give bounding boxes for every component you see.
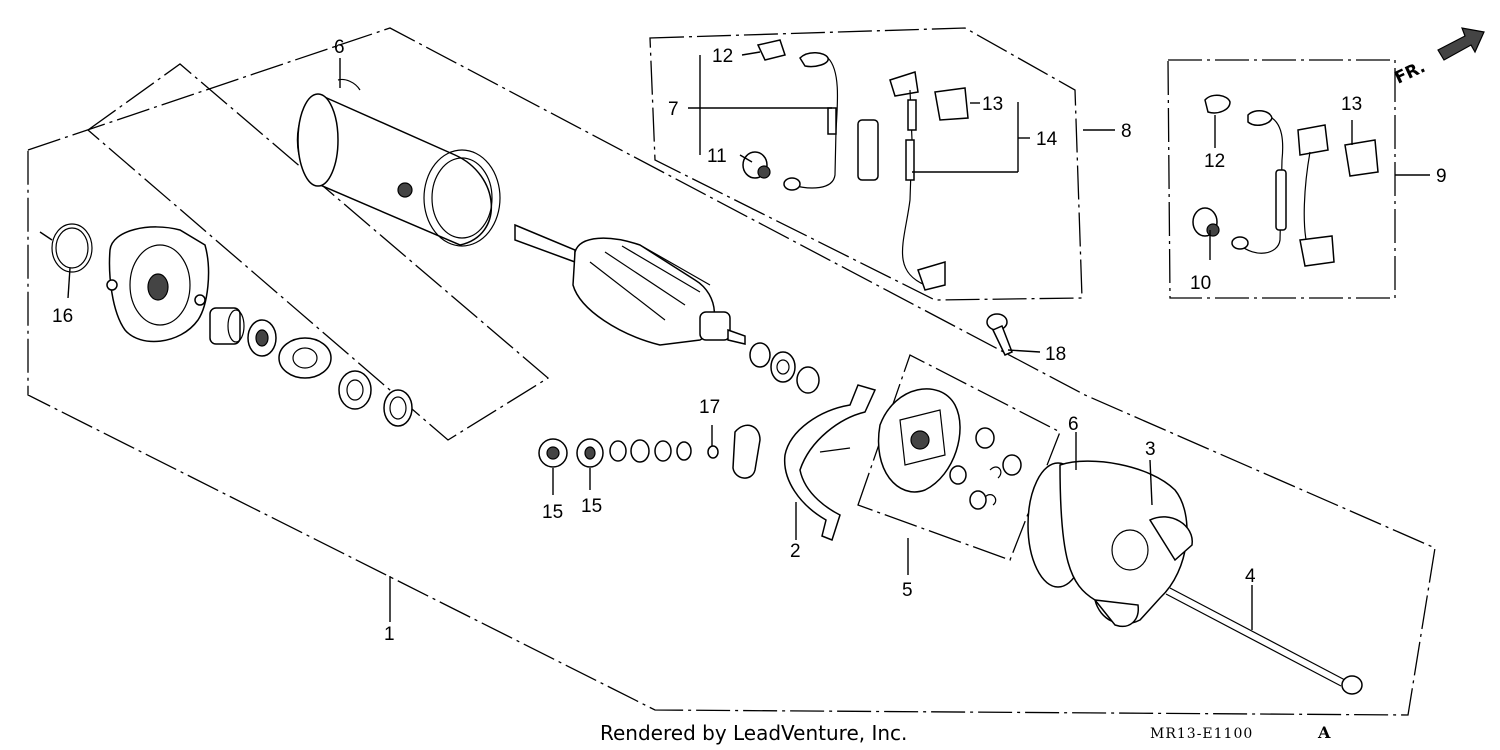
brush-spring-clip-part [783,384,877,541]
brush-part [949,465,967,485]
washer-small-part [707,445,719,459]
washer-inner [776,359,790,375]
callout-1: 1 [384,624,395,645]
front-direction-arrow-icon [1437,27,1485,61]
front-cover-part [106,226,210,343]
diagram-code: MR13-E1100 [1150,726,1253,742]
callout-16: 16 [52,306,73,327]
armature-part [514,223,746,346]
callout-15: 15 [581,496,602,517]
washer-part [654,440,672,462]
o-ring-inner [55,227,89,269]
terminal-set-8-parts [742,39,969,291]
lock-plate-part [278,337,332,379]
callout-12: 12 [1204,151,1225,172]
insulator-part [732,424,761,479]
callout-2: 2 [790,541,801,562]
callout-5: 5 [902,580,913,601]
callout-9: 9 [1436,166,1447,187]
motor-case-part [296,78,501,247]
callout-6: 6 [1068,414,1079,435]
diagram-code-suffix: A [1317,723,1331,742]
brush-part [969,490,987,510]
terminal-set-8-boundary [649,27,1083,301]
washer-part [796,366,820,394]
brush-holder-part [877,388,961,493]
nut-part [576,438,604,468]
footer-credit: Rendered by LeadVenture, Inc. [600,721,907,745]
terminal-set-9-parts [1192,94,1379,267]
callout-15: 15 [542,502,563,523]
callout-11: 11 [707,146,727,167]
callout-17: 17 [699,397,720,418]
spring-part [989,466,1002,479]
rear-cover-part [1027,460,1193,627]
callout-13: 13 [982,94,1003,115]
callout-13: 13 [1341,94,1362,115]
brush-part [1002,454,1022,476]
callout-4: 4 [1245,566,1256,587]
callout-14: 14 [1036,129,1058,150]
washer-part [770,351,796,383]
washer-part [383,389,413,427]
washer-part [338,370,372,410]
washer-part [749,342,771,368]
callout-6: 6 [334,37,345,58]
callout-3: 3 [1145,439,1156,460]
washer-part [609,440,627,462]
spring-part [984,494,997,506]
screw-part [819,447,851,453]
direction-label: FR. [1392,57,1429,88]
oil-seal-part [247,319,277,357]
washer-part [630,439,650,463]
washer-part [676,441,692,461]
callout-7: 7 [668,99,679,120]
callout-18: 18 [1045,344,1066,365]
o-ring-part [51,223,93,273]
leader-lines [39,51,1430,630]
nut-part [538,438,568,468]
bolt-part [986,313,1013,356]
callout-10: 10 [1190,273,1211,294]
callout-12: 12 [712,46,733,67]
bearing-part [209,307,245,345]
through-bolt-part [1165,587,1363,695]
main-assembly-boundary [27,27,1436,716]
yoke-subassembly-boundary [86,63,550,441]
terminal-set-9-boundary [1167,59,1396,299]
brush-part [975,427,995,449]
callout-8: 8 [1121,121,1132,142]
